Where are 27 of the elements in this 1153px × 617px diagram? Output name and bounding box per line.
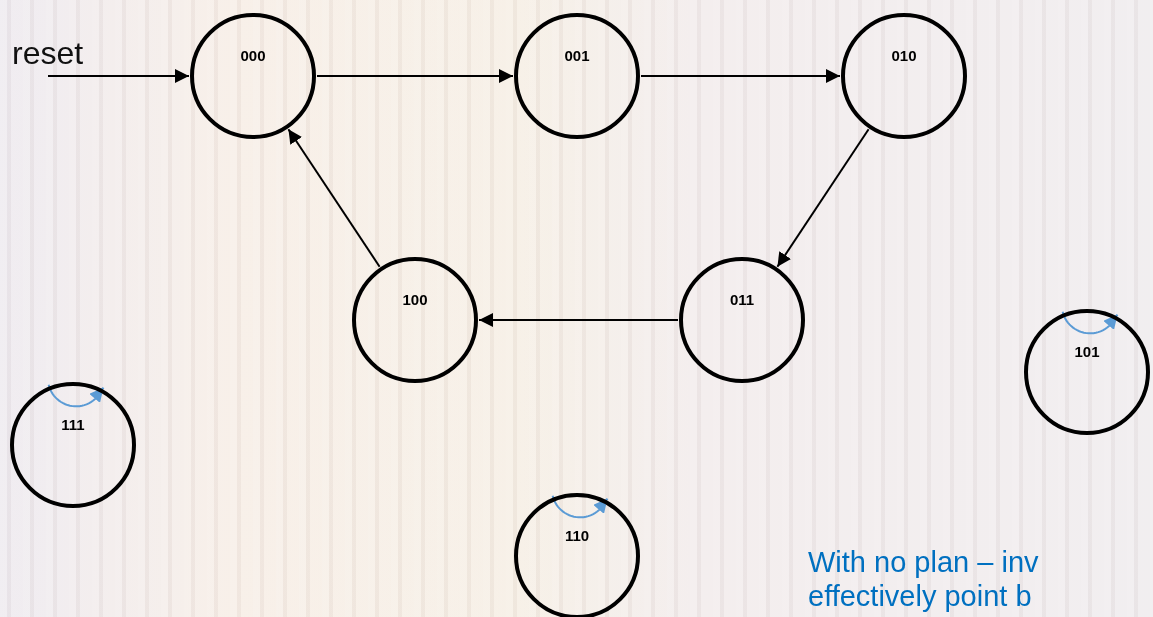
arrow bbox=[478, 313, 679, 327]
state-circle bbox=[10, 382, 136, 508]
state-label: 010 bbox=[890, 47, 918, 64]
state-circle bbox=[1024, 309, 1150, 435]
arrow bbox=[316, 69, 514, 83]
state-label: 001 bbox=[563, 47, 591, 64]
self-loop-arrow bbox=[1061, 310, 1119, 335]
note-text: With no plan – inv effectively point b bbox=[808, 545, 1040, 613]
state-circle bbox=[514, 493, 640, 617]
self-loop-arrow bbox=[551, 494, 609, 519]
arrow bbox=[47, 69, 190, 83]
state-label: 101 bbox=[1073, 343, 1101, 360]
state-label: 100 bbox=[401, 291, 429, 308]
state-circle bbox=[514, 13, 640, 139]
state-label: 000 bbox=[239, 47, 267, 64]
state-circle bbox=[841, 13, 967, 139]
input-label: reset bbox=[12, 37, 110, 71]
arrow bbox=[776, 128, 870, 268]
self-loop-arrow bbox=[47, 383, 105, 408]
arrow bbox=[287, 128, 381, 268]
state-circle bbox=[352, 257, 478, 383]
arrow bbox=[640, 69, 841, 83]
state-circle bbox=[190, 13, 316, 139]
state-circle bbox=[679, 257, 805, 383]
state-label: 110 bbox=[563, 527, 591, 544]
state-label: 011 bbox=[728, 291, 756, 308]
state-label: 111 bbox=[60, 416, 86, 433]
